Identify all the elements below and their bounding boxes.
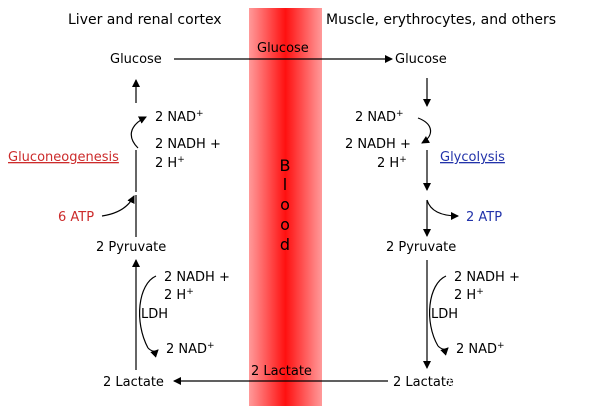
left-ldh: LDH — [141, 307, 168, 322]
right-nad-curl — [417, 117, 432, 144]
header-right: Muscle, erythrocytes, and others — [326, 12, 556, 28]
right-ldh-nad: 2 NAD+ — [456, 341, 505, 357]
left-nad: 2 NAD+ — [155, 109, 204, 125]
left-nad-curl — [130, 116, 147, 149]
blood-letter-b: B — [280, 156, 291, 175]
blood-letter-d: d — [280, 235, 290, 254]
left-ldh-nad: 2 NAD+ — [166, 341, 215, 357]
left-pyruvate: 2 Pyruvate — [96, 240, 166, 255]
left-glucose: Glucose — [110, 52, 162, 67]
left-ldh-curl-head — [147, 347, 159, 358]
right-atp: 2 ATP — [466, 210, 502, 225]
blood-band — [249, 8, 322, 406]
glycolysis-label: Glycolysis — [440, 150, 505, 165]
left-h: 2 H+ — [155, 155, 185, 171]
blood-glucose-label: Glucose — [257, 41, 309, 56]
gluconeogenesis-label: Gluconeogenesis — [8, 150, 119, 165]
right-ldh: LDH — [431, 307, 458, 322]
right-atp-curl — [426, 199, 459, 220]
right-nadh: 2 NADH + — [345, 137, 411, 152]
header-left: Liver and renal cortex — [68, 12, 222, 28]
left-ldh-h: 2 H+ — [164, 287, 194, 303]
right-glucose: Glucose — [395, 52, 447, 67]
right-ldh-curl — [428, 275, 447, 347]
right-ldh-h: 2 H+ — [454, 287, 484, 303]
left-atp-curl — [101, 195, 135, 217]
blood-letter-o2: o — [280, 215, 290, 234]
right-lactate: 2 Lactate — [393, 375, 454, 390]
right-pyruvate: 2 Pyruvate — [386, 240, 456, 255]
right-ldh-curl-head — [437, 345, 449, 356]
left-ldh-nadh: 2 NADH + — [164, 270, 230, 285]
right-nad: 2 NAD+ — [355, 109, 404, 125]
right-h: 2 H+ — [377, 155, 407, 171]
blood-letter-o1: o — [280, 195, 290, 214]
right-ldh-nadh: 2 NADH + — [454, 270, 520, 285]
blood-letter-l: l — [283, 175, 287, 194]
left-atp: 6 ATP — [58, 210, 94, 225]
left-lactate: 2 Lactate — [103, 375, 164, 390]
left-nadh: 2 NADH + — [155, 137, 221, 152]
blood-lactate-label: 2 Lactate — [251, 364, 312, 379]
watermark: 知乎 @AXF艾希健身 — [446, 374, 566, 390]
left-ldh-curl — [138, 275, 157, 349]
